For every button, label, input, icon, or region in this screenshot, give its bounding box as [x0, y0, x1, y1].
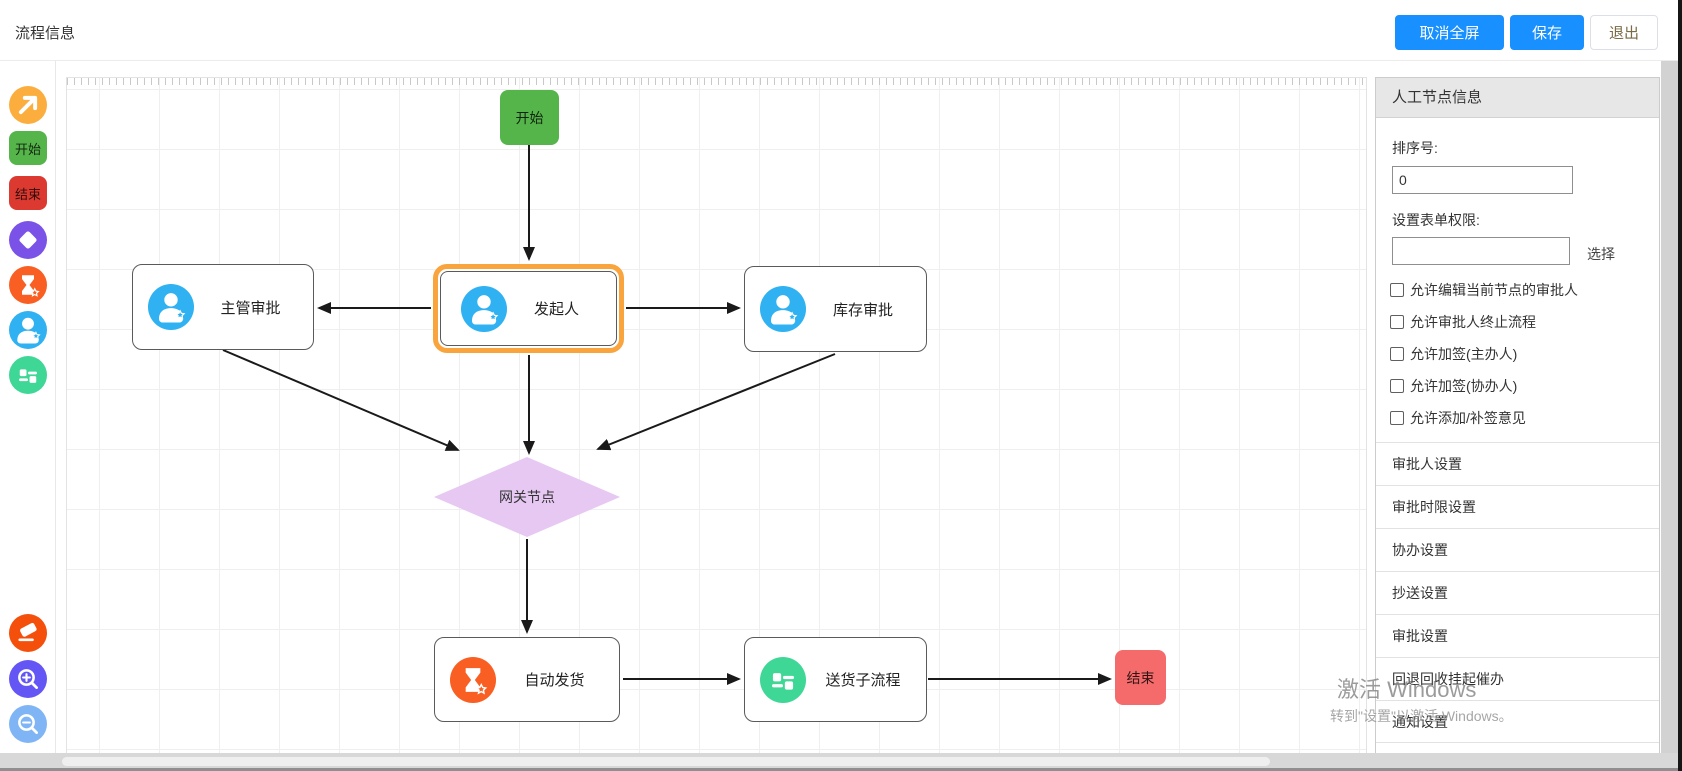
- section-approver-settings[interactable]: 审批人设置: [1376, 442, 1659, 485]
- sliders-icon: [760, 656, 806, 703]
- sort-input[interactable]: [1392, 166, 1573, 194]
- select-button[interactable]: 选择: [1587, 246, 1615, 262]
- flow-canvas[interactable]: 开始 发起人 主管审批 库存审批 网关节点: [66, 77, 1367, 755]
- canvas-ruler: [67, 78, 1366, 85]
- sort-label: 排序号:: [1392, 140, 1438, 156]
- panel-section-list: 审批人设置 审批时限设置 协办设置 抄送设置 审批设置 回退回收挂起催办 通知设…: [1376, 442, 1659, 743]
- checkbox-icon[interactable]: [1390, 379, 1404, 393]
- form-permission-label: 设置表单权限:: [1392, 212, 1480, 228]
- checkbox-label: 允许审批人终止流程: [1410, 314, 1536, 330]
- section-approval-settings[interactable]: 审批设置: [1376, 614, 1659, 657]
- flow-node-initiator[interactable]: 发起人: [433, 264, 624, 353]
- zoom-in-tool[interactable]: [9, 660, 47, 698]
- flow-node-inventory[interactable]: 库存审批: [744, 266, 927, 352]
- checkbox-label: 允许添加/补签意见: [1410, 410, 1526, 426]
- flow-node-autoship[interactable]: 自动发货: [434, 637, 620, 722]
- flow-node-label: 自动发货: [524, 672, 585, 689]
- section-rollback-suspend-urge[interactable]: 回退回收挂起催办: [1376, 657, 1659, 700]
- zoom-out-tool[interactable]: [9, 705, 47, 743]
- section-cc-settings[interactable]: 抄送设置: [1376, 571, 1659, 614]
- person-icon: [148, 284, 194, 330]
- auto-task-icon: [450, 656, 496, 703]
- checkbox-label: 允许加签(协办人): [1410, 378, 1518, 394]
- checkbox-icon[interactable]: [1390, 315, 1404, 329]
- manual-node-tool[interactable]: [9, 311, 47, 349]
- flow-node-start[interactable]: 开始: [500, 90, 559, 145]
- auto-task-icon: [10, 267, 46, 303]
- top-bar: 流程信息 取消全屏 保存 退出: [0, 0, 1678, 61]
- horizontal-scrollbar-thumb[interactable]: [62, 757, 1270, 766]
- section-approval-time-limit[interactable]: 审批时限设置: [1376, 485, 1659, 528]
- section-assist-settings[interactable]: 协办设置: [1376, 528, 1659, 571]
- horizontal-scrollbar[interactable]: [0, 753, 1678, 771]
- auto-node-tool[interactable]: [9, 266, 47, 304]
- checkbox-label: 允许编辑当前节点的审批人: [1410, 282, 1578, 298]
- properties-panel: 人工节点信息 排序号: 设置表单权限: 选择 允许编辑当前节点的审批人 允许审批…: [1375, 77, 1660, 755]
- flow-node-delivery[interactable]: 送货子流程: [744, 637, 927, 722]
- vertical-scrollbar[interactable]: [1661, 61, 1678, 753]
- sliders-icon: [10, 357, 46, 393]
- flow-node-end[interactable]: 结束: [1115, 650, 1166, 705]
- flow-node-label: 发起人: [533, 301, 579, 318]
- zoom-in-icon: [10, 661, 46, 697]
- checkbox-icon[interactable]: [1390, 411, 1404, 425]
- checkbox-row[interactable]: 允许编辑当前节点的审批人: [1390, 274, 1653, 306]
- flow-edge[interactable]: [222, 349, 460, 451]
- checkbox-row[interactable]: 允许添加/补签意见: [1390, 402, 1653, 434]
- save-button[interactable]: 保存: [1510, 15, 1584, 50]
- checkbox-row[interactable]: 允许审批人终止流程: [1390, 306, 1653, 338]
- checkbox-row[interactable]: 允许加签(协办人): [1390, 370, 1653, 402]
- flow-node-label: 主管审批: [220, 299, 281, 317]
- clear-canvas-tool[interactable]: [9, 614, 47, 652]
- checkbox-icon[interactable]: [1390, 283, 1404, 297]
- flow-node-supervisor[interactable]: 主管审批: [132, 264, 314, 350]
- exit-button[interactable]: 退出: [1590, 15, 1658, 50]
- diamond-icon: [9, 221, 47, 259]
- checkbox-row[interactable]: 允许加签(主办人): [1390, 338, 1653, 370]
- zoom-out-icon: [10, 706, 46, 742]
- connect-tool[interactable]: [9, 86, 47, 124]
- panel-title: 人工节点信息: [1376, 78, 1659, 118]
- flow-node-label: 送货子流程: [825, 672, 901, 689]
- node-palette: 开始 结束: [0, 61, 56, 753]
- window-right-edge: [1678, 0, 1682, 771]
- flow-node-label: 库存审批: [832, 301, 893, 319]
- eraser-icon: [10, 615, 46, 651]
- checkbox-icon[interactable]: [1390, 347, 1404, 361]
- person-icon: [9, 311, 47, 349]
- end-node-tool[interactable]: 结束: [9, 176, 47, 210]
- checkbox-label: 允许加签(主办人): [1410, 346, 1518, 362]
- person-icon: [760, 286, 806, 332]
- flow-edge[interactable]: [596, 353, 836, 451]
- arrow-up-right-icon: [9, 86, 47, 124]
- flow-edges-layer: [222, 145, 1112, 685]
- subprocess-node-tool[interactable]: [9, 356, 47, 394]
- section-notification-settings[interactable]: 通知设置: [1376, 700, 1659, 743]
- cancel-fullscreen-button[interactable]: 取消全屏: [1395, 15, 1504, 50]
- permission-checkbox-list: 允许编辑当前节点的审批人 允许审批人终止流程 允许加签(主办人) 允许加签(协办…: [1390, 274, 1653, 434]
- gateway-node-tool[interactable]: [9, 221, 47, 259]
- page-title: 流程信息: [15, 25, 76, 42]
- start-node-tool[interactable]: 开始: [9, 131, 47, 165]
- person-icon: [461, 285, 507, 332]
- form-permission-input[interactable]: [1392, 237, 1570, 265]
